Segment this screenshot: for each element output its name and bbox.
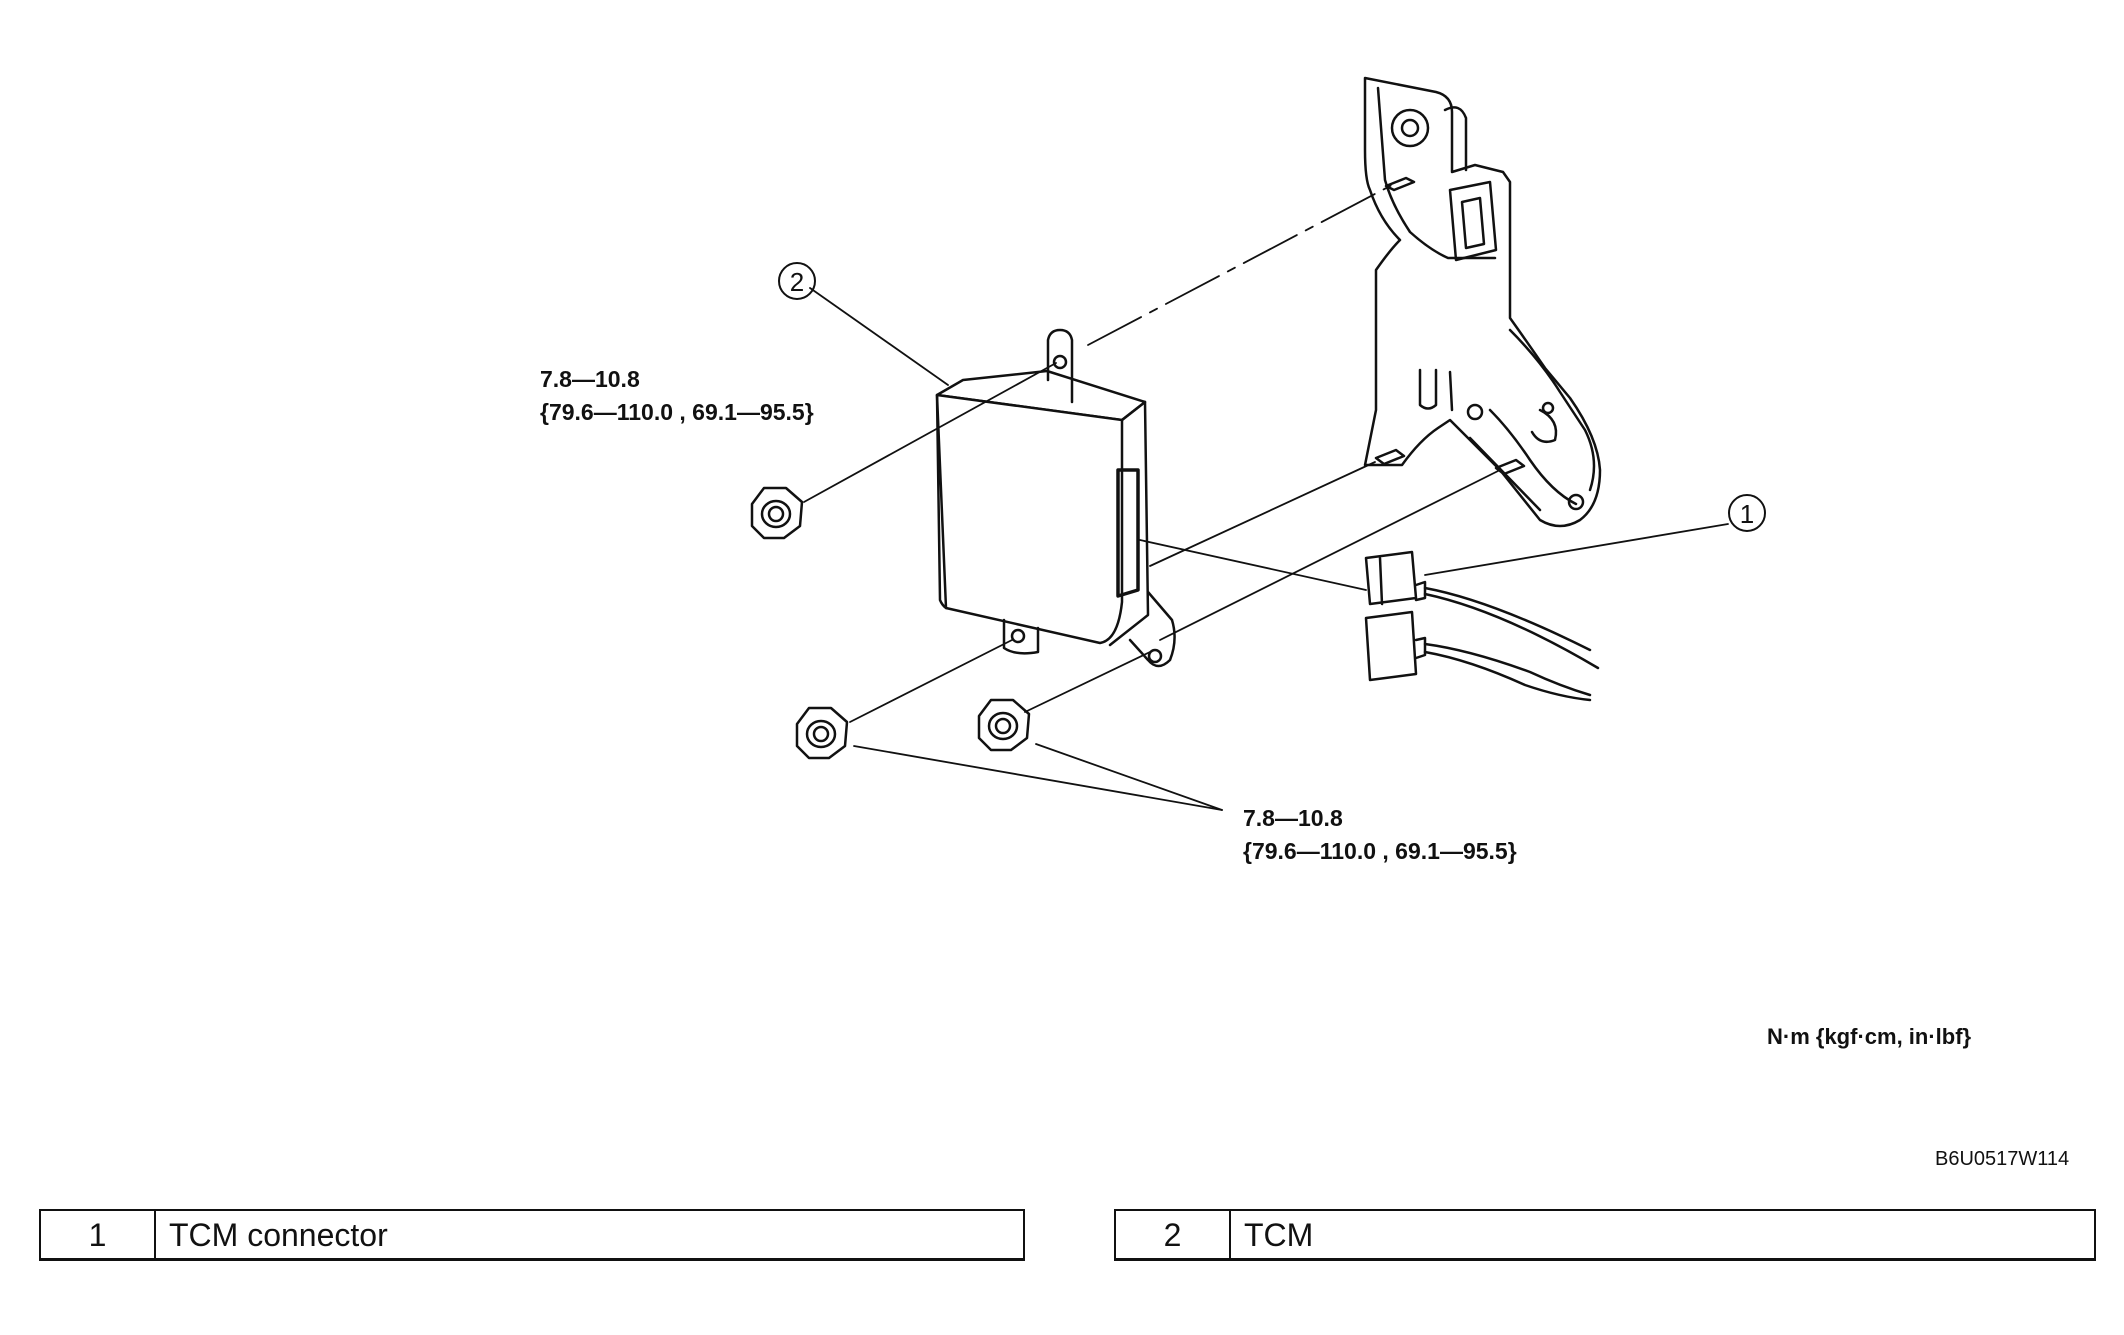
legend-item-1: 1 TCM connector xyxy=(39,1209,1025,1261)
tcm-module xyxy=(935,328,1176,668)
figure-code: B6U0517W114 xyxy=(1935,1148,2070,1170)
callout-1-number: 1 xyxy=(1740,499,1754,529)
mounting-bracket xyxy=(1363,76,1602,528)
tcm-connector xyxy=(1364,550,1600,702)
legend-item-1-number: 1 xyxy=(41,1211,156,1258)
torque-spec-upper: 7.8—10.8 {79.6—110.0 , 69.1—95.5} xyxy=(540,363,814,429)
legend-item-1-name: TCM connector xyxy=(169,1217,388,1253)
legend-item-2-name: TCM xyxy=(1244,1217,1314,1253)
nut-upper-left xyxy=(750,486,804,540)
torque-spec-upper-nm: 7.8—10.8 xyxy=(540,366,640,392)
torque-spec-lower-kgf-lbf: {79.6—110.0 , 69.1—95.5} xyxy=(1243,838,1517,864)
callout-2: 2 xyxy=(778,262,816,300)
torque-spec-lower: 7.8—10.8 {79.6—110.0 , 69.1—95.5} xyxy=(1243,802,1517,868)
assembly-lines xyxy=(803,184,1729,811)
callout-1: 1 xyxy=(1728,494,1766,532)
callout-2-number: 2 xyxy=(790,267,804,297)
torque-spec-upper-kgf-lbf: {79.6—110.0 , 69.1—95.5} xyxy=(540,399,814,425)
nut-lower-left xyxy=(795,706,849,760)
units-note: N·m {kgf·cm, in·lbf} xyxy=(1767,1024,1972,1049)
torque-spec-lower-nm: 7.8—10.8 xyxy=(1243,805,1343,831)
legend-item-2-number: 2 xyxy=(1116,1211,1231,1258)
bracket-studs xyxy=(1374,176,1526,476)
legend-item-2: 2 TCM xyxy=(1114,1209,2096,1261)
nut-lower-right xyxy=(977,698,1031,752)
